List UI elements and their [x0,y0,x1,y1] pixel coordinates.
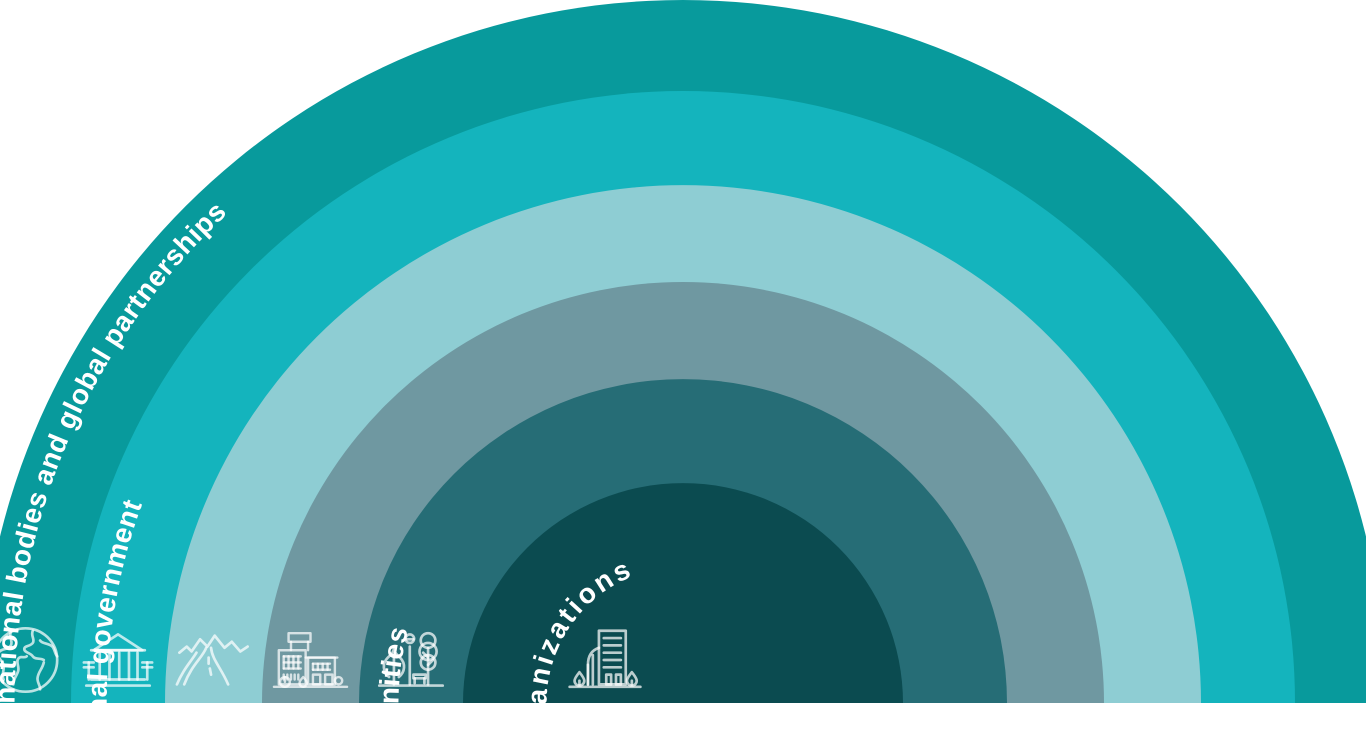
rings-layer [0,0,1366,703]
ring-label-regions: Regions [177,717,225,748]
ring-organizations[interactable] [463,483,903,703]
